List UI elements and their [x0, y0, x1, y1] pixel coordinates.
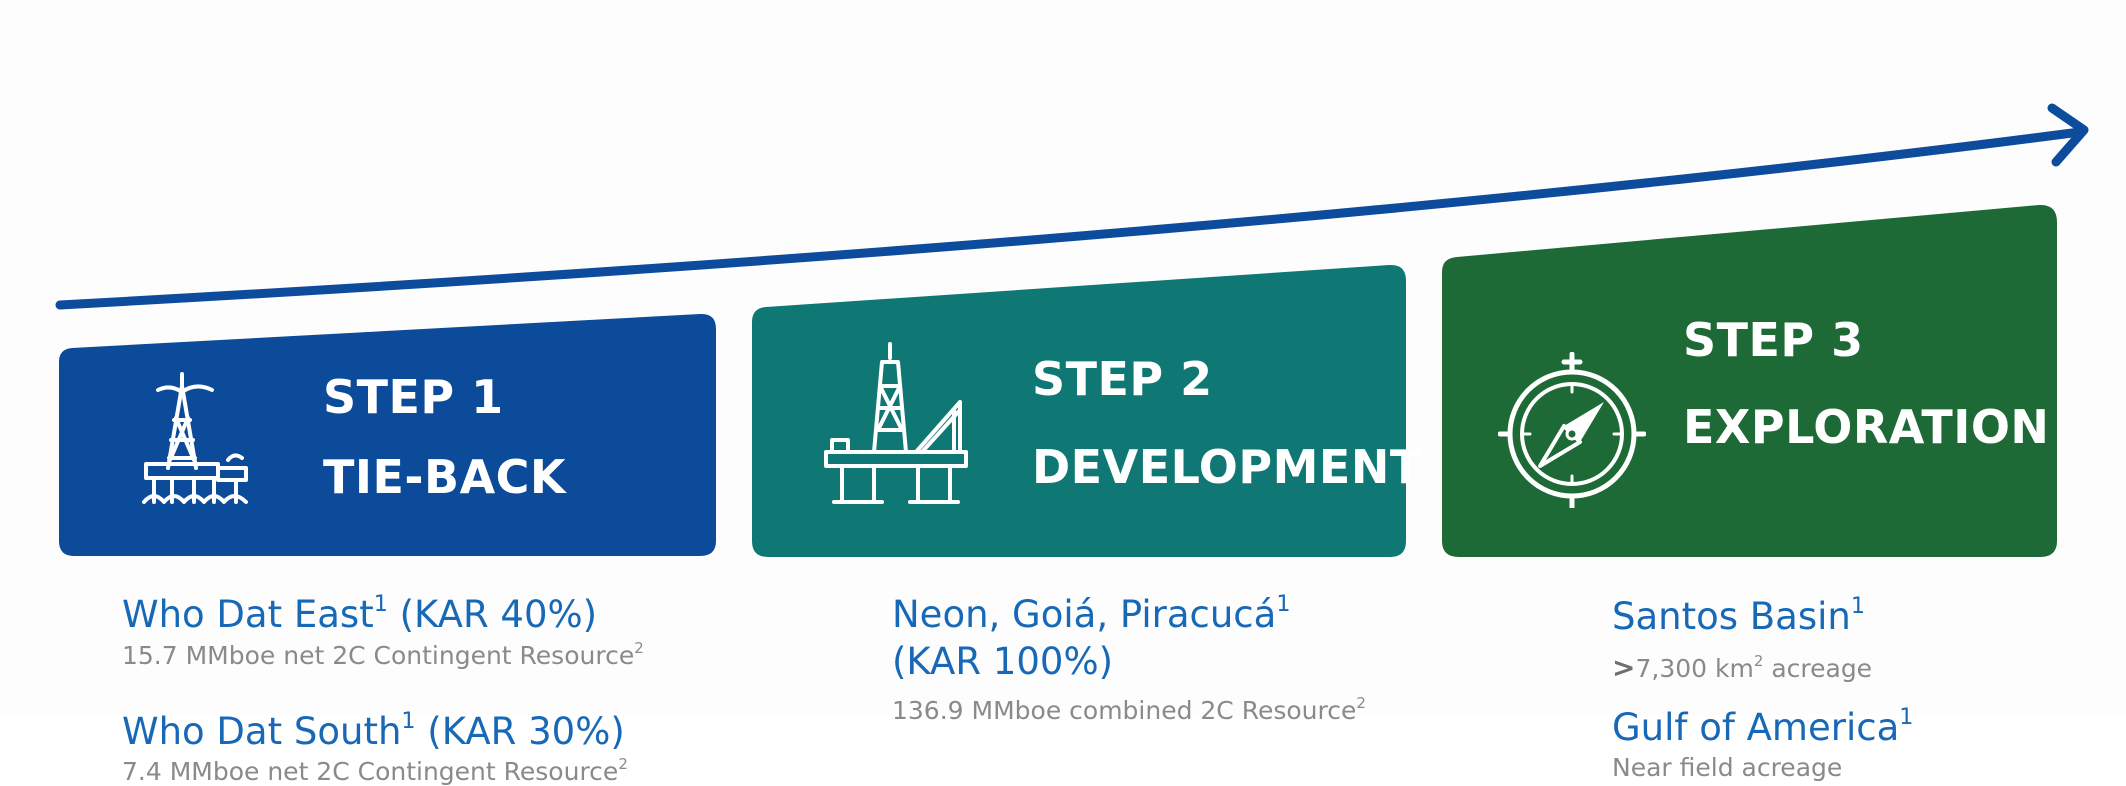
who-dat-east-title: Who Dat East1 (KAR 40%)	[122, 591, 598, 636]
who-dat-south-title: Who Dat South1 (KAR 30%)	[122, 708, 625, 753]
step3-name: EXPLORATION	[1683, 400, 2050, 454]
arrow-head	[2047, 103, 2089, 167]
neon-goia-piracuca-resource: 136.9 MMboe combined 2C Resource2	[892, 694, 1366, 725]
drilling-rig-icon	[824, 342, 968, 504]
gulf-of-america-title: Gulf of America1	[1612, 704, 1914, 749]
step3-box	[1442, 204, 2057, 557]
who-dat-south-resource: 7.4 MMboe net 2C Contingent Resource2	[122, 755, 628, 786]
step2-box	[752, 264, 1406, 557]
step3-label: STEP 3	[1683, 313, 1864, 367]
step1-box	[59, 313, 716, 556]
bottom-fade	[0, 715, 2126, 786]
step1-label: STEP 1	[323, 370, 504, 424]
compass-icon	[1498, 352, 1646, 508]
step1-name: TIE-BACK	[323, 450, 567, 504]
arrow-curve	[55, 127, 2085, 310]
step2-name: DEVELOPMENT	[1032, 440, 1422, 494]
santos-basin-title: Santos Basin1	[1612, 593, 1865, 638]
step2-label: STEP 2	[1032, 352, 1213, 406]
who-dat-east-resource: 15.7 MMboe net 2C Contingent Resource2	[122, 639, 644, 670]
neon-goia-piracuca-share: (KAR 100%)	[892, 640, 1114, 683]
neon-goia-piracuca-title: Neon, Goiá, Piracucá1	[892, 591, 1291, 636]
offshore-platform-icon	[142, 372, 248, 504]
gulf-of-america-acreage: Near field acreage	[1612, 753, 1843, 782]
santos-basin-acreage: >7,300 km2 acreage	[1612, 651, 1873, 684]
